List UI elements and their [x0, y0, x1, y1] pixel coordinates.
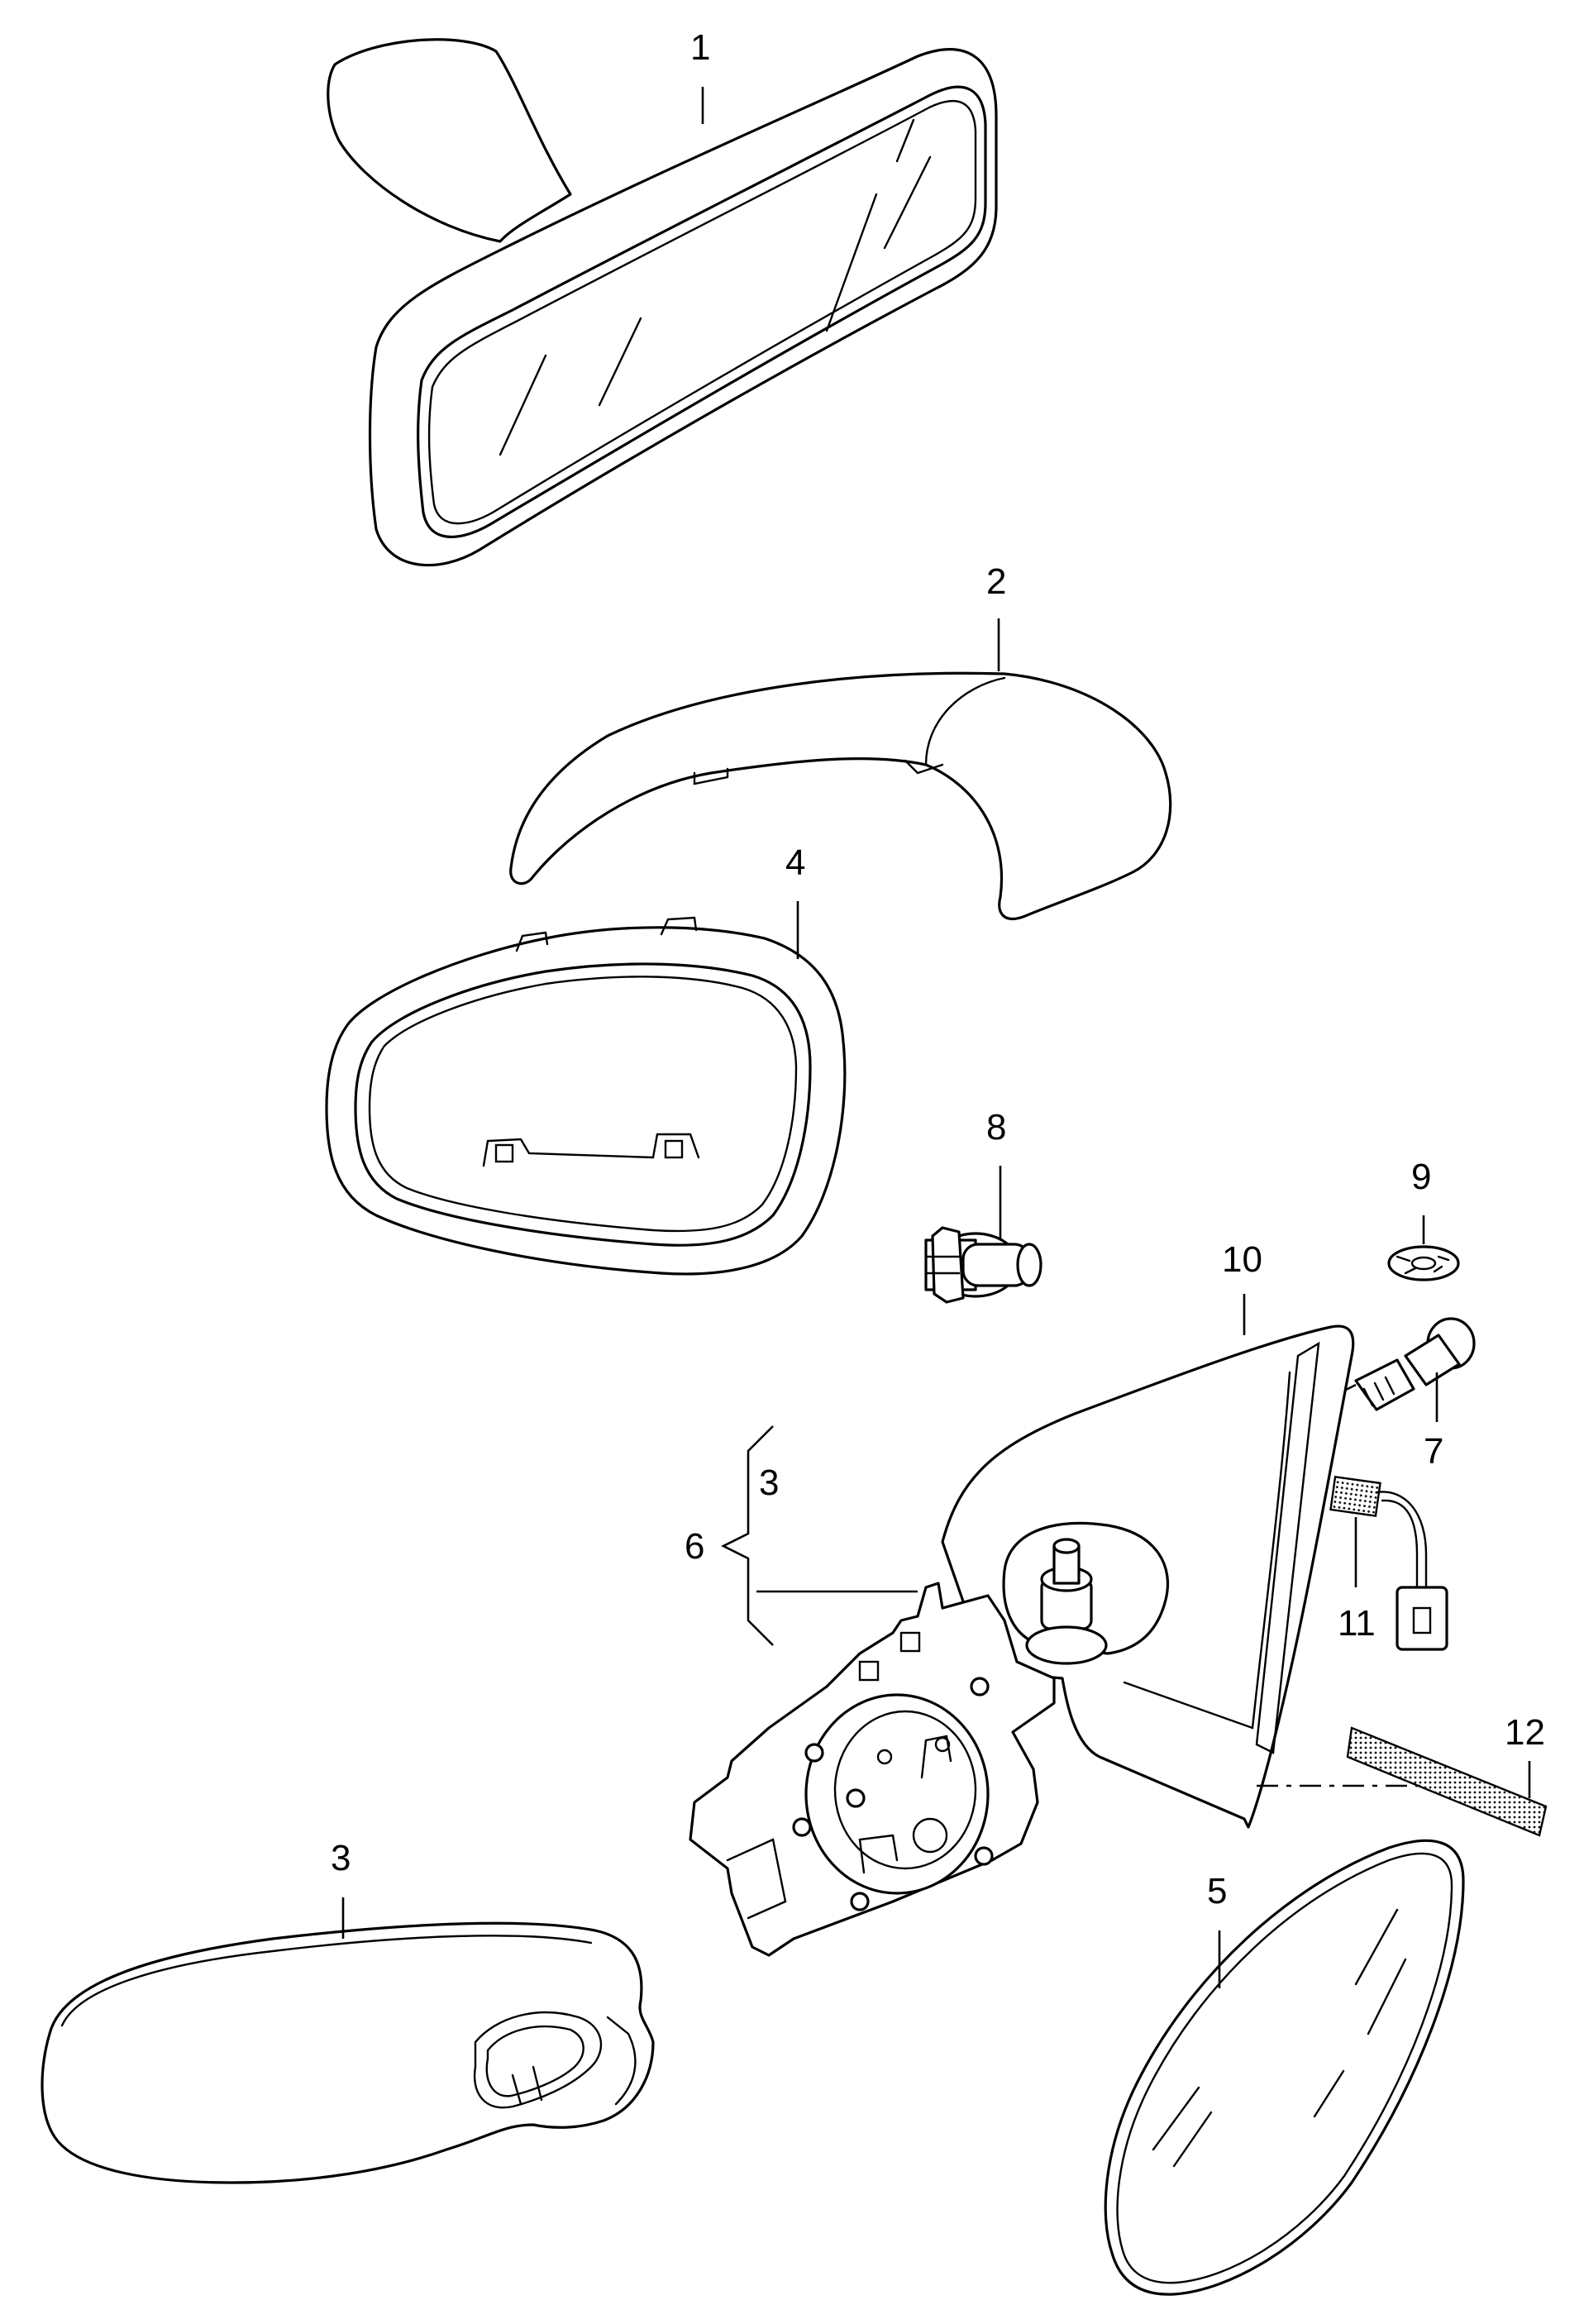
callout-12: 12 — [1505, 1712, 1545, 1753]
callout-1: 1 — [690, 27, 710, 68]
wiring-connector-part-11 — [1329, 1475, 1448, 1651]
mirror-base-part-10 — [941, 1294, 1355, 1829]
mirror-frame-part-4 — [325, 901, 847, 1276]
callout-5: 5 — [1207, 1871, 1227, 1911]
callout-2: 2 — [986, 561, 1006, 602]
callout-4: 4 — [785, 842, 805, 883]
mirror-cap-part-3 — [41, 1897, 655, 2184]
callout-7: 7 — [1424, 1431, 1443, 1472]
interior-mirror-part-1 — [327, 38, 998, 567]
callout-10: 10 — [1222, 1239, 1262, 1280]
washer-part-9 — [1387, 1215, 1460, 1281]
callout-6: 6 — [685, 1526, 704, 1567]
callout-11: 11 — [1338, 1603, 1376, 1644]
mirror-cap-part-2 — [509, 618, 1172, 921]
callout-3-bracket: 3 — [759, 1463, 779, 1503]
callout-3-cap: 3 — [331, 1838, 351, 1878]
clip-rivet-part-8 — [924, 1166, 1042, 1304]
callout-8: 8 — [986, 1107, 1006, 1148]
adhesive-strip-part-12 — [1257, 1726, 1548, 1837]
adjustment-unit-part-6 — [689, 1582, 1056, 1957]
callout-9: 9 — [1411, 1157, 1431, 1197]
mirror-glass-part-5 — [1104, 1839, 1465, 2296]
callout-bracket-6 — [721, 1425, 774, 1646]
